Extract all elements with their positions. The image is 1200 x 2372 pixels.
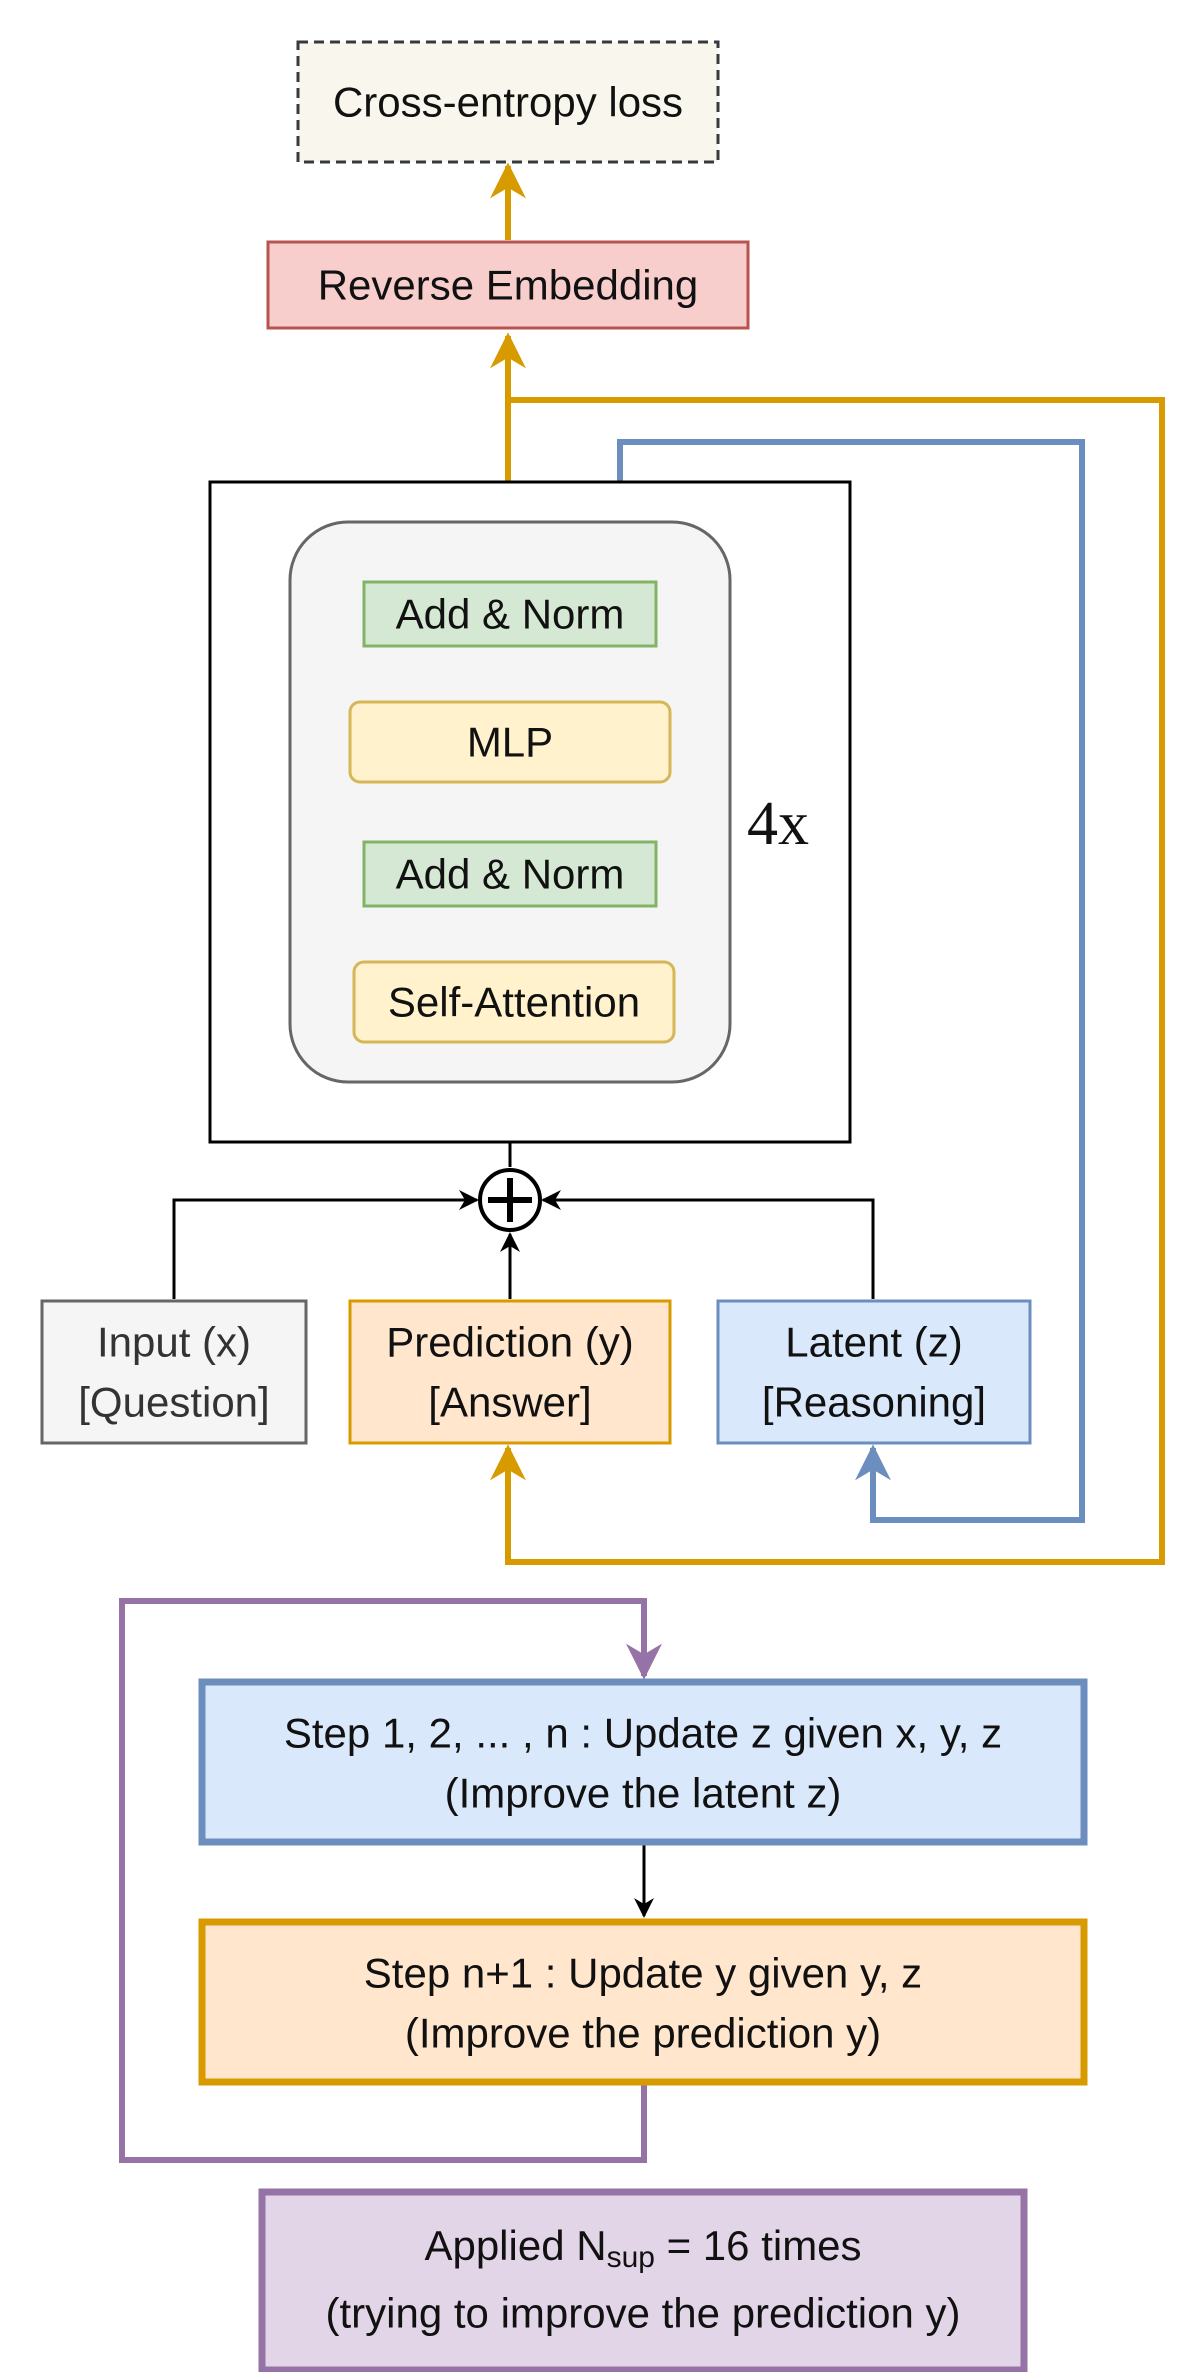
reverse-embedding-label: Reverse Embedding — [318, 262, 699, 309]
step-update-z-line1: Step 1, 2, ... , n : Update z given x, y… — [284, 1710, 1002, 1757]
transformer-layer-container — [288, 520, 732, 1084]
step-update-y-line2: (Improve the prediction y) — [405, 2010, 881, 2057]
prediction-y-box — [348, 1299, 672, 1445]
prediction-y-line1: Prediction (y) — [386, 1319, 633, 1366]
gold-feedback-loop-to-prediction — [490, 397, 1165, 1565]
blue-feedback-loop-to-latent — [617, 439, 1085, 1523]
add-norm-top-label: Add & Norm — [396, 591, 625, 638]
applied-count-box — [258, 2188, 1028, 2372]
reverse-embedding-box — [266, 240, 750, 330]
add-norm-bottom-box — [362, 840, 658, 908]
prediction-y-line2: [Answer] — [428, 1379, 591, 1426]
step-update-z-line2: (Improve the latent z) — [445, 1770, 842, 1817]
self-attention-box — [352, 960, 676, 1044]
loss-box — [296, 40, 720, 164]
latent-z-box — [716, 1299, 1032, 1445]
applied-count-line1: Applied Nsup = 16 times — [424, 2222, 861, 2274]
latent-z-line1: Latent (z) — [785, 1319, 962, 1366]
loss-label: Cross-entropy loss — [333, 79, 683, 126]
step-update-z-box — [198, 1678, 1088, 1846]
applied-subscript: sup — [607, 2241, 655, 2274]
add-norm-top-box — [362, 580, 658, 648]
applied-prefix: Applied N — [424, 2222, 606, 2269]
input-x-to-sum-arrow — [172, 1190, 479, 1299]
purple-recursion-loop — [119, 1598, 662, 2163]
input-x-line1: Input (x) — [97, 1319, 251, 1366]
input-x-line2: [Question] — [78, 1379, 269, 1426]
latent-z-line2: [Reasoning] — [762, 1379, 986, 1426]
input-x-box — [40, 1299, 308, 1445]
mlp-box — [348, 700, 672, 784]
latent-z-to-sum-arrow — [541, 1190, 875, 1299]
applied-suffix: = 16 times — [655, 2222, 862, 2269]
repeat-count-label: 4x — [747, 790, 809, 858]
step-update-y-box — [198, 1918, 1088, 2086]
self-attention-label: Self-Attention — [388, 979, 640, 1026]
sum-node — [478, 1168, 542, 1232]
add-norm-bottom-label: Add & Norm — [396, 851, 625, 898]
step-update-y-line1: Step n+1 : Update y given y, z — [364, 1950, 922, 1997]
applied-count-line2: (trying to improve the prediction y) — [326, 2290, 961, 2337]
mlp-label: MLP — [467, 719, 553, 766]
